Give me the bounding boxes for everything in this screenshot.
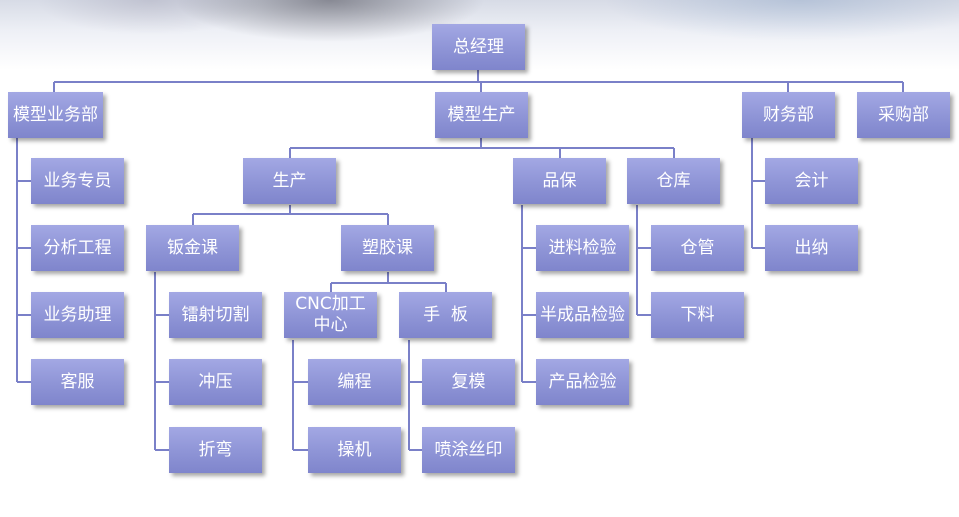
org-node-product-inspection: 产品检验 [536,359,629,405]
org-node-semi-finished-inspection: 半成品检验 [536,292,629,338]
org-node-sheet-metal: 钣金课 [146,225,239,271]
org-node-replica-mold: 复模 [422,359,515,405]
org-node-business-specialist: 业务专员 [31,158,124,204]
org-node-cnc-center: CNC加工中心 [284,292,377,338]
org-node-warehouse: 仓库 [627,158,720,204]
org-node-model-business: 模型业务部 [8,92,103,138]
org-node-warehouse-mgmt: 仓管 [651,225,744,271]
org-node-finance: 财务部 [742,92,835,138]
org-node-model-production: 模型生产 [435,92,528,138]
org-node-incoming-inspection: 进料检验 [536,225,629,271]
org-node-material-cutting: 下料 [651,292,744,338]
org-node-cashier: 出纳 [765,225,858,271]
org-node-plastic: 塑胶课 [341,225,434,271]
org-node-spray-silkscreen: 喷涂丝印 [422,427,515,473]
org-node-laser-cutting: 镭射切割 [169,292,262,338]
org-node-purchasing: 采购部 [857,92,950,138]
org-node-analysis-engineer: 分析工程 [31,225,124,271]
org-node-production: 生产 [243,158,336,204]
org-node-stamping: 冲压 [169,359,262,405]
org-node-customer-service: 客服 [31,359,124,405]
org-node-accounting: 会计 [765,158,858,204]
org-node-ceo: 总经理 [432,24,525,70]
org-node-bending: 折弯 [169,427,262,473]
org-node-quality: 品保 [513,158,606,204]
org-node-hand-model: 手 板 [399,292,492,338]
org-node-business-assistant: 业务助理 [31,292,124,338]
org-node-programming: 编程 [308,359,401,405]
org-node-machine-operation: 操机 [308,427,401,473]
